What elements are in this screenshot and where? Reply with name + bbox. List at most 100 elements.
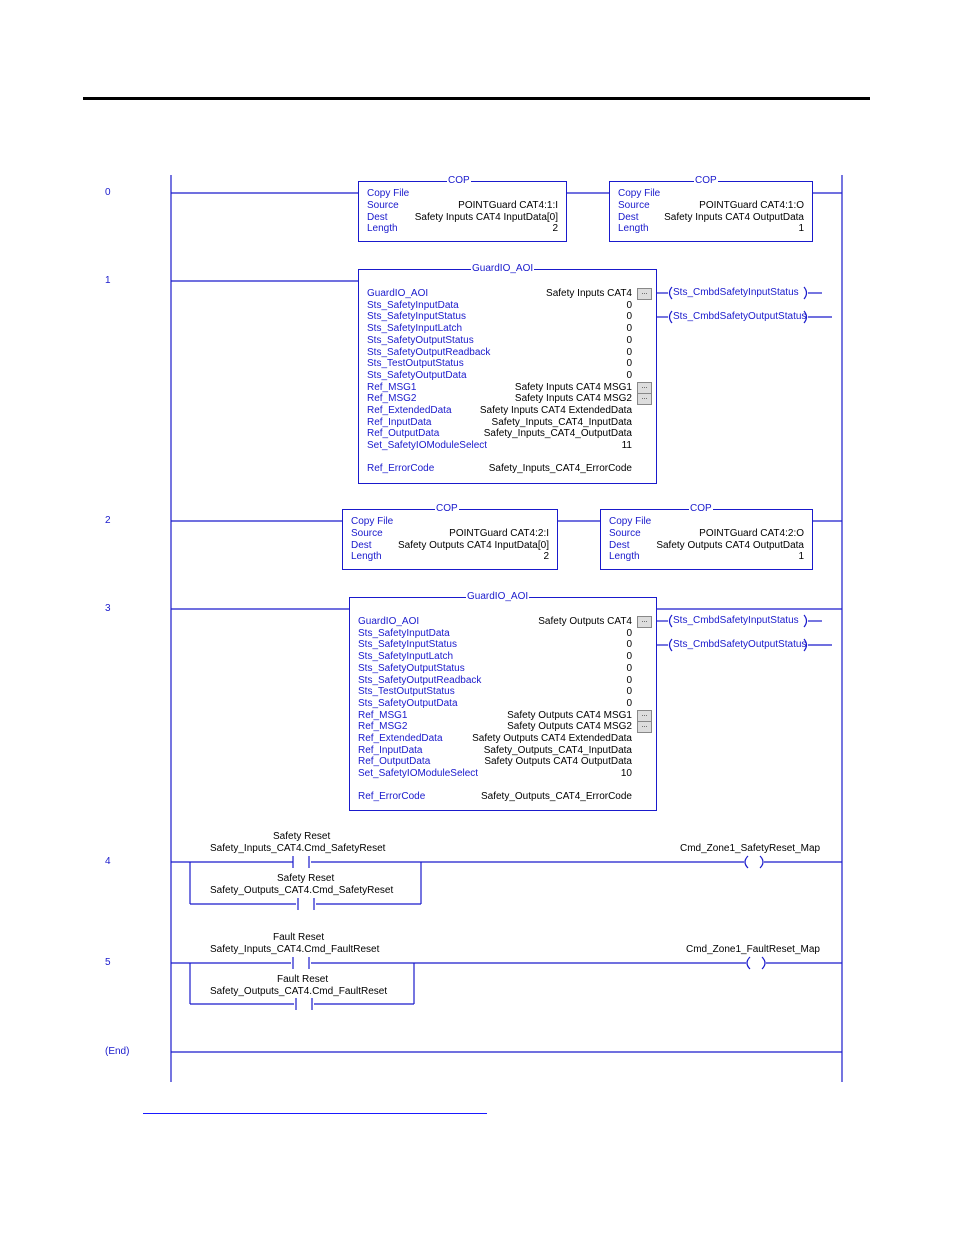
contact-safety-inputs bbox=[291, 856, 310, 868]
param-value: 0 bbox=[626, 627, 632, 639]
contact-description: Fault Reset bbox=[273, 932, 325, 943]
aoi-param-row: Sts_SafetyInputData 0 bbox=[359, 300, 656, 312]
rung-number: 4 bbox=[105, 856, 111, 867]
param-value: 0 bbox=[626, 323, 632, 335]
param-label: Sts_SafetyInputLatch bbox=[358, 651, 454, 663]
param-label: Sts_SafetyOutputStatus bbox=[367, 334, 474, 346]
param-label: Sts_SafetyOutputData bbox=[367, 369, 467, 381]
param-value: 0 bbox=[626, 334, 632, 346]
param-label: Sts_SafetyInputLatch bbox=[367, 323, 463, 335]
coil-fault-right bbox=[761, 956, 766, 970]
param-label: Source bbox=[367, 200, 399, 211]
contact-description: Safety Reset bbox=[277, 873, 335, 884]
browse-button[interactable]: ... bbox=[637, 288, 652, 300]
rung-end-label: (End) bbox=[105, 1046, 130, 1057]
param-label: Ref_MSG1 bbox=[358, 709, 408, 721]
contact-tag[interactable]: Safety_Inputs_CAT4.Cmd_SafetyReset bbox=[210, 843, 386, 854]
param-label: GuardIO_AOI bbox=[367, 288, 429, 299]
param-value: Safety Outputs CAT4 OutputData bbox=[484, 756, 632, 768]
output-coil-label: Sts_CmbdSafetyInputStatus bbox=[673, 615, 799, 626]
param-label: Dest bbox=[367, 212, 388, 223]
param-label: Sts_SafetyOutputData bbox=[358, 697, 458, 709]
coil-fault-left bbox=[746, 956, 751, 970]
param-label: Dest bbox=[351, 540, 372, 551]
param-label: Ref_MSG1 bbox=[367, 381, 417, 393]
aoi-param-row: GuardIO_AOI Safety Inputs CAT4... bbox=[359, 288, 656, 300]
param-value: Safety Inputs CAT4 bbox=[546, 288, 632, 299]
rung-number: 3 bbox=[105, 603, 111, 614]
param-value: 0 bbox=[626, 651, 632, 663]
contact-fault-inputs bbox=[292, 957, 310, 969]
browse-button[interactable]: ... bbox=[637, 616, 652, 628]
output-coil-label: Sts_CmbdSafetyOutputStatus bbox=[673, 639, 807, 650]
aoi-param-row: Sts_SafetyInputStatus 0 bbox=[359, 311, 656, 323]
aoi-param-row: Ref_InputData Safety_Outputs_CAT4_InputDa… bbox=[350, 745, 656, 757]
rung-number: 0 bbox=[105, 187, 111, 198]
param-label: Sts_SafetyOutputReadback bbox=[358, 674, 482, 686]
contact-tag[interactable]: Safety_Outputs_CAT4.Cmd_SafetyReset bbox=[210, 885, 394, 896]
param-label: Ref_InputData bbox=[358, 744, 423, 756]
contact-fault-outputs bbox=[295, 998, 313, 1010]
param-label: Length bbox=[609, 551, 640, 562]
param-value: Safety Inputs CAT4 MSG1 bbox=[514, 381, 632, 393]
param-label: Copy File bbox=[609, 516, 652, 527]
param-value: Safety Outputs CAT4 OutputData bbox=[656, 540, 804, 551]
param-label: Ref_OutputData bbox=[367, 428, 440, 440]
param-label: Dest bbox=[609, 540, 630, 551]
param-label: Source bbox=[351, 528, 383, 539]
param-value: 0 bbox=[626, 299, 632, 311]
param-value: 10 bbox=[620, 768, 632, 780]
contact-tag[interactable]: Safety_Inputs_CAT4.Cmd_FaultReset bbox=[210, 944, 380, 955]
param-value: Safety Outputs CAT4 ExtendedData bbox=[472, 733, 632, 744]
param-label: GuardIO_AOI bbox=[358, 616, 420, 627]
param-value: Safety Outputs CAT4 MSG2 bbox=[507, 721, 632, 733]
aoi-param-row: Sts_SafetyInputLatch 0 bbox=[350, 651, 656, 663]
param-value: POINTGuard CAT4:2:O bbox=[699, 528, 804, 539]
param-label: Sts_SafetyInputData bbox=[367, 299, 459, 311]
browse-button[interactable]: ... bbox=[637, 381, 652, 394]
aoi-param-row: Ref_MSG1 Safety Inputs CAT4 MSG1... bbox=[359, 381, 656, 394]
param-label: Ref_ErrorCode bbox=[367, 462, 435, 474]
aoi-param-row: Sts_SafetyOutputReadback 0 bbox=[350, 675, 656, 687]
param-value: 0 bbox=[626, 697, 632, 709]
contact-tag[interactable]: Safety_Outputs_CAT4.Cmd_FaultReset bbox=[210, 986, 388, 997]
coil-safety-right bbox=[759, 855, 764, 869]
param-value: Safety_Outputs_CAT4_InputData bbox=[483, 744, 632, 756]
param-value: POINTGuard CAT4:1:I bbox=[458, 200, 558, 211]
param-value: 0 bbox=[626, 662, 632, 674]
browse-button[interactable]: ... bbox=[637, 393, 652, 406]
param-value: 0 bbox=[626, 311, 632, 323]
param-label: Sts_SafetyOutputReadback bbox=[367, 346, 491, 358]
browse-button[interactable]: ... bbox=[637, 721, 652, 734]
coil-tag[interactable]: Cmd_Zone1_SafetyReset_Map bbox=[680, 843, 821, 854]
param-value: 0 bbox=[626, 674, 632, 686]
param-value: Safety Inputs CAT4 MSG2 bbox=[514, 393, 632, 405]
guardio-aoi-block[interactable]: GuardIO_AOI GuardIO_AOI Safety Inputs CAT… bbox=[358, 262, 657, 484]
param-label: Ref_ErrorCode bbox=[358, 790, 426, 802]
param-label: Ref_ExtendedData bbox=[358, 733, 443, 744]
param-value: Safety Inputs CAT4 ExtendedData bbox=[479, 405, 632, 416]
param-label: Sts_SafetyInputStatus bbox=[367, 311, 466, 323]
coil-tag[interactable]: Cmd_Zone1_FaultReset_Map bbox=[686, 944, 820, 955]
coil-safety-left bbox=[744, 855, 749, 869]
param-label: Copy File bbox=[367, 188, 410, 199]
block-title: COP bbox=[435, 502, 459, 516]
param-value: Safety_Inputs_CAT4_ErrorCode bbox=[488, 462, 632, 474]
param-value: 0 bbox=[626, 346, 632, 358]
rung-number: 1 bbox=[105, 275, 111, 286]
param-label: Set_SafetyIOModuleSelect bbox=[367, 440, 488, 452]
param-label: Source bbox=[609, 528, 641, 539]
aoi-param-row: Ref_ErrorCode Safety_Outputs_CAT4_ErrorCo… bbox=[350, 791, 656, 803]
browse-button[interactable]: ... bbox=[637, 709, 652, 722]
param-value: Safety_Outputs_CAT4_ErrorCode bbox=[480, 790, 632, 802]
